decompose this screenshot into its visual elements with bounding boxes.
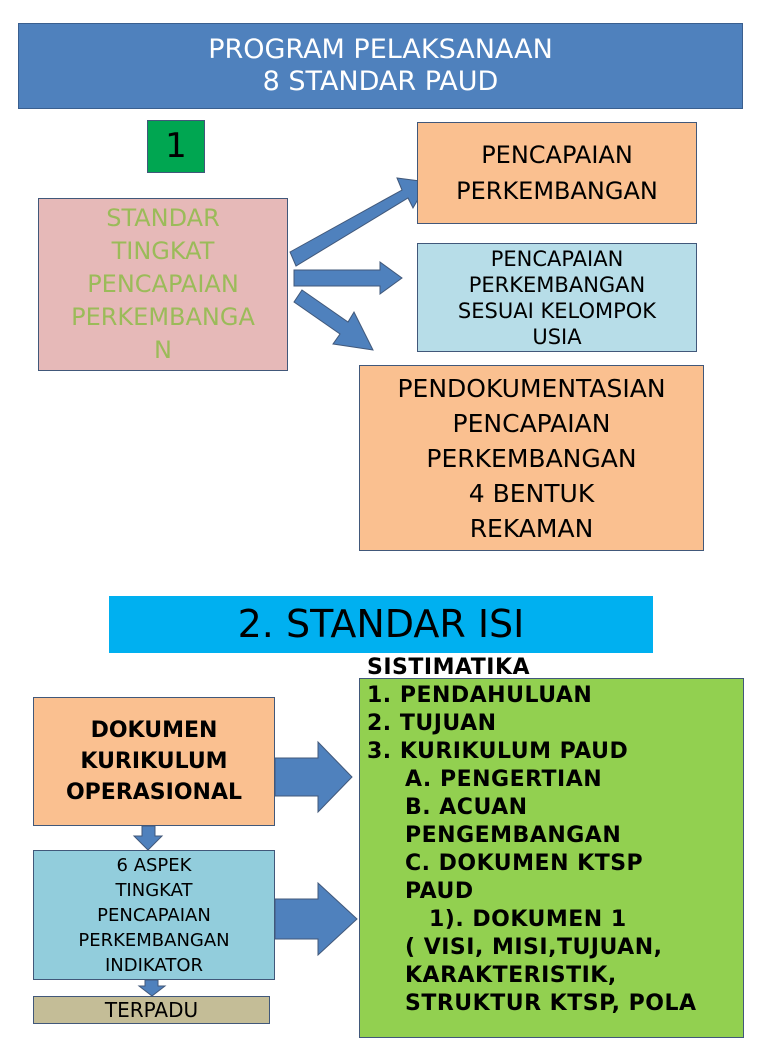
dokumen-kurikulum-box: DOKUMEN KURIKULUM OPERASIONAL	[33, 697, 275, 826]
header-banner: PROGRAM PELAKSANAAN 8 STANDAR PAUD	[18, 23, 743, 109]
text-line: KURIKULUM	[80, 749, 228, 774]
arrow-icon	[289, 177, 429, 267]
list-subitem: KARAKTERISTIK,	[405, 963, 617, 988]
arrow-icon	[293, 261, 403, 295]
text-line: DOKUMEN	[90, 718, 218, 743]
list-subitem: PENGEMBANGAN	[405, 823, 622, 848]
text-line: INDIKATOR	[104, 954, 203, 976]
text-line: PENCAPAIAN	[87, 270, 239, 298]
terpadu-box: TERPADU	[33, 996, 270, 1024]
text-line: PERKEMBANGAN	[468, 272, 646, 297]
standar-isi-banner: 2. STANDAR ISI	[109, 596, 653, 653]
section-number-badge: 1	[147, 120, 205, 173]
sistimatika-heading: SISTIMATIKA	[367, 655, 531, 680]
list-subitem: C. DOKUMEN KTSP	[405, 851, 644, 876]
text-line: TERPADU	[104, 998, 199, 1022]
arrow-icon	[132, 825, 164, 851]
text-line: PERKEMBANGAN	[78, 929, 230, 951]
text-line: N	[154, 336, 172, 364]
text-line: USIA	[532, 324, 582, 349]
text-line: STANDAR	[106, 204, 220, 232]
standar-tingkat-box: STANDAR TINGKAT PENCAPAIAN PERKEMBANGA N	[38, 198, 288, 371]
arrow-icon	[274, 740, 353, 814]
header-line-1: PROGRAM PELAKSANAAN	[208, 33, 553, 65]
section-number: 1	[165, 126, 187, 167]
list-subitem: 1). DOKUMEN 1	[429, 907, 627, 932]
text-line: PENCAPAIAN	[97, 904, 211, 926]
pendokumentasian-box: PENDOKUMENTASIAN PENCAPAIAN PERKEMBANGAN…	[359, 365, 704, 551]
list-subitem: B. ACUAN	[405, 795, 528, 820]
kelompok-usia-box: PENCAPAIAN PERKEMBANGAN SESUAI KELOMPOK …	[417, 243, 697, 352]
text-line: SESUAI KELOMPOK	[457, 298, 657, 323]
pencapaian-perkembangan-box: PENCAPAIAN PERKEMBANGAN	[417, 122, 697, 224]
list-subitem: A. PENGERTIAN	[405, 767, 603, 792]
text-line: TINGKAT	[115, 879, 193, 901]
text-line: 6 ASPEK	[116, 854, 192, 876]
list-subitem: STRUKTUR KTSP, POLA	[405, 991, 697, 1016]
text-line: PENCAPAIAN	[481, 141, 633, 169]
aspek-box: 6 ASPEK TINGKAT PENCAPAIAN PERKEMBANGAN …	[33, 850, 275, 980]
text-line: PERKEMBANGAN	[456, 177, 658, 205]
text-line: PERKEMBANGA	[71, 303, 255, 331]
arrow-icon	[293, 289, 374, 351]
header-line-2: 8 STANDAR PAUD	[262, 66, 499, 97]
arrow-icon	[137, 979, 167, 997]
sistimatika-box	[359, 678, 744, 1038]
list-subitem: PAUD	[405, 879, 474, 904]
arrow-icon	[274, 881, 358, 957]
text-line: OPERASIONAL	[65, 780, 242, 805]
list-item: 2. TUJUAN	[367, 711, 497, 736]
list-item: 3. KURIKULUM PAUD	[367, 739, 629, 764]
text-line: PENCAPAIAN	[452, 408, 611, 438]
standar-isi-title: 2. STANDAR ISI	[237, 601, 525, 646]
text-line: TINGKAT	[111, 237, 215, 265]
text-line: PENCAPAIAN	[490, 246, 624, 271]
text-line: PERKEMBANGAN	[426, 443, 637, 473]
text-line: REKAMAN	[469, 513, 594, 543]
list-item: 1. PENDAHULUAN	[367, 683, 593, 708]
sistimatika-text: SISTIMATIKA 1. PENDAHULUAN 2. TUJUAN 3. …	[367, 654, 697, 1018]
text-line: PENDOKUMENTASIAN	[397, 373, 666, 403]
list-subitem: ( VISI, MISI,TUJUAN,	[405, 935, 663, 960]
text-line: 4 BENTUK	[468, 478, 595, 508]
